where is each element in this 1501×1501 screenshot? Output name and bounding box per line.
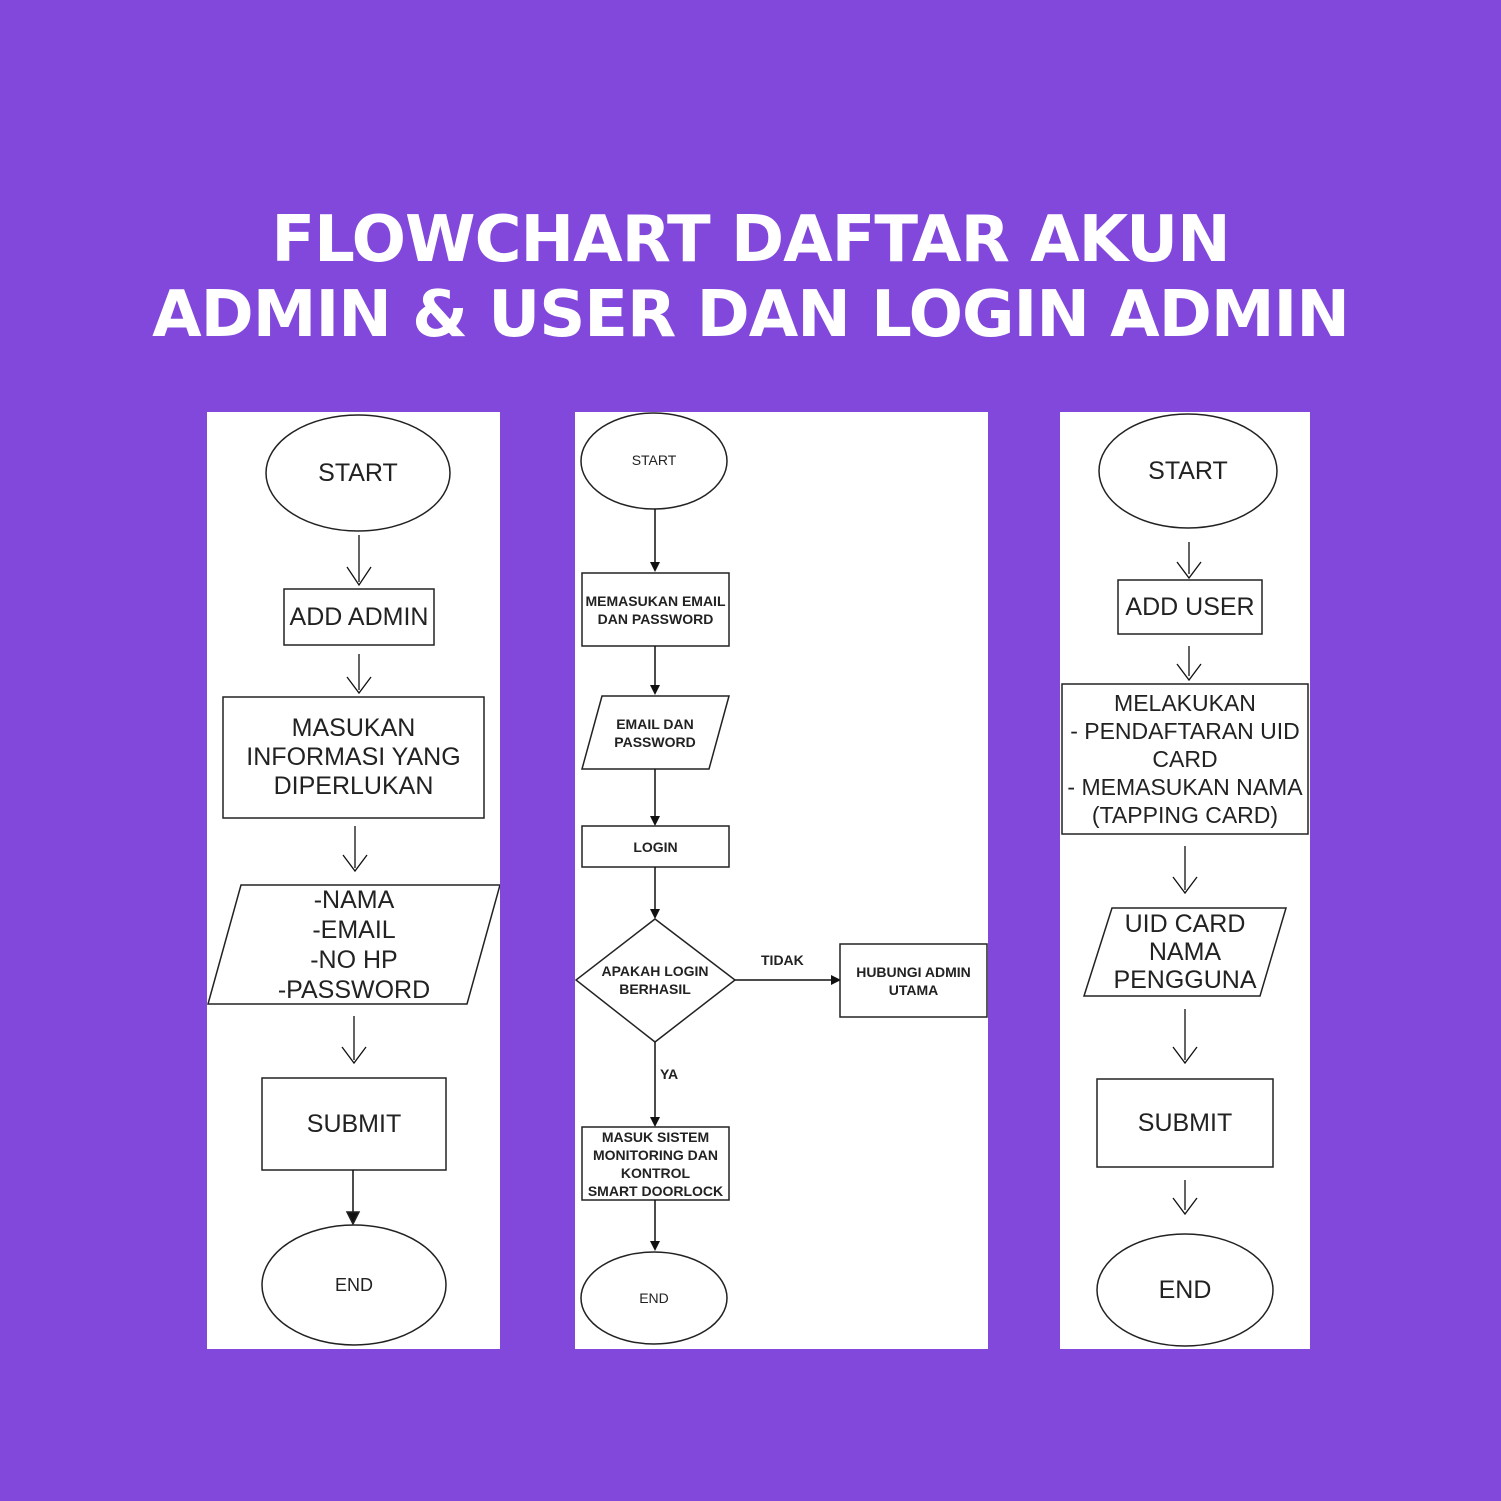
login-enter-credentials-label: MEMASUKAN EMAIL DAN PASSWORD xyxy=(585,592,726,627)
admin-data-parallelogram xyxy=(207,884,500,1005)
login-process xyxy=(581,825,730,868)
login-flowchart-panel: START MEMASUKAN EMAIL DAN PASSWORD EMAIL… xyxy=(575,412,988,1349)
user-arrow-2 xyxy=(1176,646,1202,682)
login-flowchart-shapes xyxy=(575,412,988,1345)
user-start-label: START xyxy=(1148,456,1228,485)
user-end-terminator xyxy=(1096,1233,1274,1347)
admin-input-info-label: MASUKAN INFORMASI YANG DIPERLUKAN xyxy=(246,714,461,800)
admin-flowchart-shapes xyxy=(207,414,500,1346)
admin-flowchart-panel: START ADD ADMIN MASUKAN INFORMASI YANG D… xyxy=(207,412,500,1349)
login-no-arrow-head xyxy=(831,975,841,985)
admin-submit-label: SUBMIT xyxy=(306,1109,402,1138)
user-arrow-1 xyxy=(1176,542,1202,580)
admin-arrow-4 xyxy=(341,1016,367,1065)
login-arrow-4-head xyxy=(650,909,660,919)
login-enter-system-process xyxy=(581,1126,730,1201)
user-arrow-5 xyxy=(1172,1180,1198,1216)
login-arrow-2-head xyxy=(650,685,660,695)
page-title-line-1: FLOWCHART DAFTAR AKUN xyxy=(271,203,1230,277)
admin-arrow-3 xyxy=(342,826,368,873)
login-start-terminator xyxy=(580,412,728,510)
login-no-label: TIDAK xyxy=(761,952,804,968)
user-end-label: END xyxy=(1158,1275,1212,1304)
login-start-label: START xyxy=(631,452,677,468)
login-arrow-3-head xyxy=(650,816,660,826)
admin-arrow-1 xyxy=(346,535,372,587)
user-arrow-4 xyxy=(1172,1009,1198,1065)
login-yes-label: YA xyxy=(660,1066,679,1082)
admin-arrow-5-head xyxy=(345,1211,361,1226)
user-register-process xyxy=(1061,683,1309,835)
user-register-label: MELAKUKAN - PENDAFTARAN UID CARD - MEMAS… xyxy=(1067,690,1303,828)
user-submit-label: SUBMIT xyxy=(1137,1108,1233,1137)
login-end-label: END xyxy=(639,1290,669,1306)
user-add-process xyxy=(1117,579,1263,635)
admin-end-label: END xyxy=(334,1274,373,1295)
admin-data-label: -NAMA -EMAIL -NO HP -PASSWORD xyxy=(277,885,431,1004)
user-add-label: ADD USER xyxy=(1125,592,1255,621)
admin-arrow-2 xyxy=(346,654,372,695)
admin-add-label: ADD ADMIN xyxy=(289,602,429,631)
admin-start-terminator xyxy=(265,414,451,532)
admin-submit-process xyxy=(261,1077,447,1171)
login-yes-arrow-head xyxy=(650,1117,660,1127)
login-label: LOGIN xyxy=(633,838,678,855)
page-title-line-2: ADMIN & USER DAN LOGIN ADMIN xyxy=(152,278,1350,352)
login-end-terminator xyxy=(580,1251,728,1345)
user-data-parallelogram xyxy=(1082,907,1288,997)
user-data-label: UID CARD NAMA PENGGUNA xyxy=(1113,910,1257,994)
admin-input-info-process xyxy=(222,696,485,819)
admin-add-process xyxy=(283,588,435,646)
login-contact-admin-label: HUBUNGI ADMIN UTAMA xyxy=(856,963,971,998)
login-credentials-data-label: EMAIL DAN PASSWORD xyxy=(614,715,696,750)
user-flowchart-shapes xyxy=(1061,413,1309,1347)
user-submit-process xyxy=(1096,1078,1274,1168)
login-arrow-6-head xyxy=(650,1241,660,1251)
login-enter-credentials-process xyxy=(581,572,730,647)
admin-start-label: START xyxy=(318,458,398,487)
user-flowchart-panel: START ADD USER MELAKUKAN - PENDAFTARAN U… xyxy=(1060,412,1310,1349)
login-arrow-1-head xyxy=(650,562,660,572)
login-contact-admin-process xyxy=(839,943,988,1018)
login-enter-system-label: MASUK SISTEM MONITORING DAN KONTROL SMAR… xyxy=(587,1128,724,1199)
login-decision-label: APAKAH LOGIN BERHASIL xyxy=(601,963,709,997)
user-start-terminator xyxy=(1098,413,1278,529)
user-arrow-3 xyxy=(1172,846,1198,895)
admin-end-terminator xyxy=(261,1224,447,1346)
login-credentials-data-parallelogram xyxy=(581,695,730,770)
